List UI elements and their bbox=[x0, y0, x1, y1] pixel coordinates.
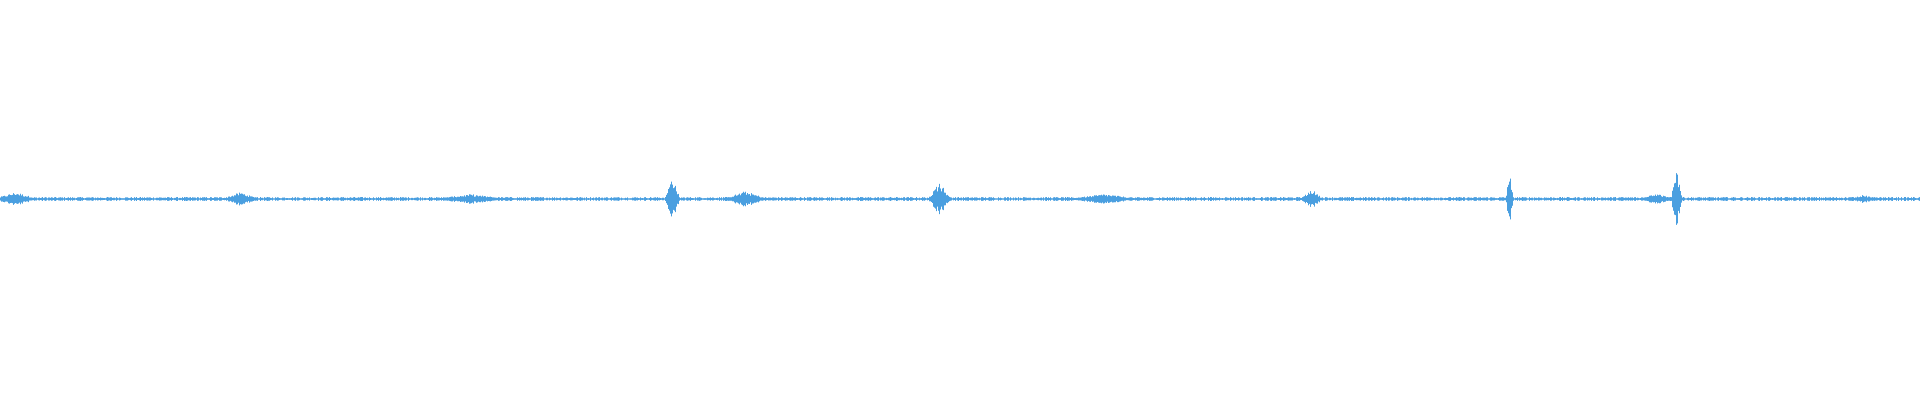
waveform-trace bbox=[0, 173, 1920, 225]
